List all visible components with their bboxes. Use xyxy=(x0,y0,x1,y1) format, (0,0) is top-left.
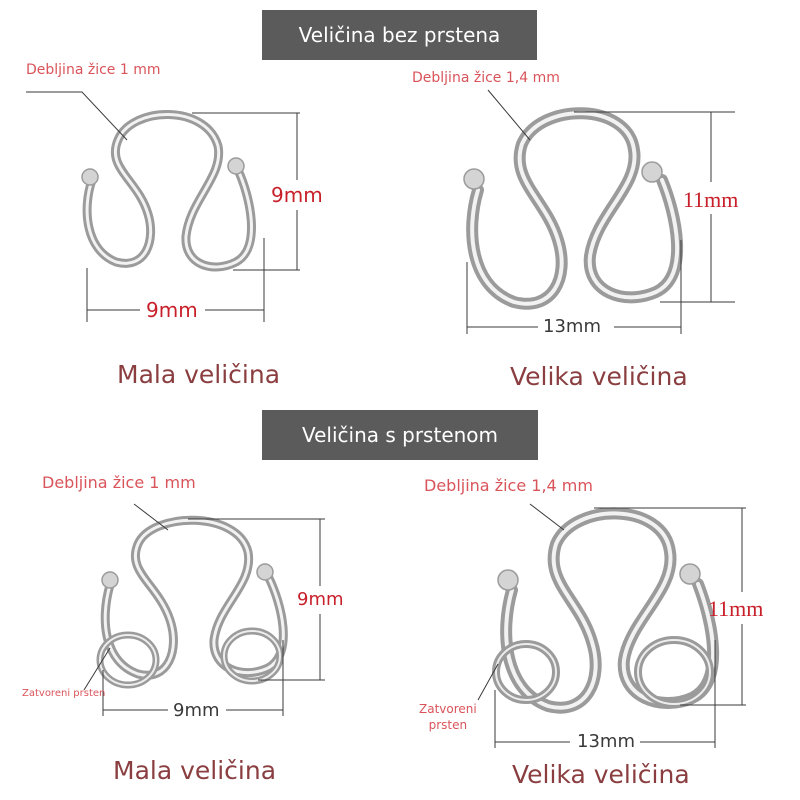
dimension-lines-top-small xyxy=(26,91,300,322)
dimension-lines-bottom-large xyxy=(477,503,746,748)
clasp-small-no-ring xyxy=(81,110,256,272)
section-banner-without-ring: Veličina bez prstena xyxy=(262,10,537,60)
ring-large-right-icon xyxy=(634,636,714,708)
height-dimension-label: 11mm xyxy=(708,596,764,621)
width-dimension-label: 9mm xyxy=(146,298,198,322)
height-dimension-label: 9mm xyxy=(297,589,344,610)
width-dimension-label: 13mm xyxy=(577,731,635,752)
dimension-lines-top-large xyxy=(466,89,735,334)
section-banner-with-ring: Veličina s prstenom xyxy=(262,410,538,460)
height-dimension-label: 11mm xyxy=(683,187,739,212)
wire-thickness-label: Debljina žice 1,4 mm xyxy=(412,70,560,86)
wire-thickness-label: Debljina žice 1 mm xyxy=(42,473,196,492)
closed-ring-label: Zatvoreni prsten xyxy=(22,688,106,699)
ring-small-left-icon xyxy=(96,631,160,689)
wire-thickness-label: Debljina žice 1 mm xyxy=(26,62,161,78)
size-caption-large: Velika veličina xyxy=(510,362,688,391)
wire-thickness-label: Debljina žice 1,4 mm xyxy=(424,476,593,495)
width-dimension-label: 13mm xyxy=(543,316,601,337)
clasp-large-no-ring xyxy=(463,107,683,310)
size-caption-small: Mala veličina xyxy=(113,756,277,785)
closed-ring-label: Zatvoreni prsten xyxy=(419,702,477,732)
dimension-lines-bottom-small xyxy=(83,503,325,716)
clasp-large-with-ring xyxy=(497,507,719,714)
size-caption-small: Mala veličina xyxy=(117,360,281,389)
ring-large-left-icon xyxy=(492,640,560,704)
size-caption-large: Velika veličina xyxy=(512,760,690,789)
ring-small-right-icon xyxy=(220,627,284,685)
width-dimension-label: 9mm xyxy=(173,700,220,721)
clasp-small-with-ring xyxy=(100,515,288,680)
height-dimension-label: 9mm xyxy=(271,183,323,207)
